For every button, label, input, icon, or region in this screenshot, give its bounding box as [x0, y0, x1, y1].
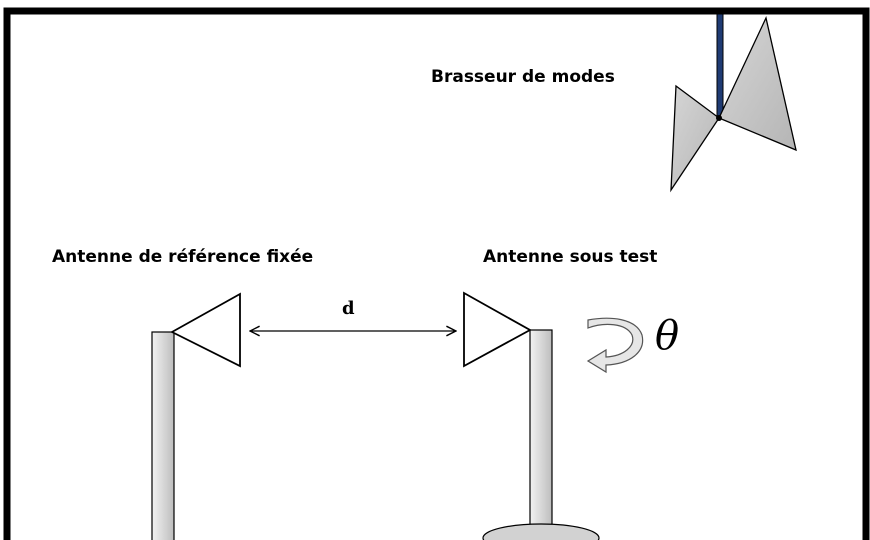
stirrer-blade-upper	[718, 16, 797, 152]
reference-antenna-horn	[170, 292, 241, 368]
test-antenna-mast	[529, 329, 553, 540]
reference-antenna-label: Antenne de référence fixée	[52, 247, 314, 267]
rotation-angle-label: θ	[655, 313, 680, 359]
stirrer-blade-lower	[670, 84, 720, 193]
antenna-under-test-label: Antenne sous test	[483, 247, 658, 267]
chamber-wall	[3, 7, 870, 540]
turntable-base	[482, 523, 600, 540]
rotation-arrow-icon	[586, 317, 644, 374]
test-antenna-horn	[463, 291, 532, 368]
reference-antenna-mast	[151, 331, 175, 540]
stirrer-shaft	[716, 13, 724, 119]
mode-stirrer-label: Brasseur de modes	[431, 67, 615, 87]
distance-label: d	[342, 298, 355, 319]
stirrer-hub	[716, 115, 722, 121]
mode-stirrer	[670, 13, 797, 193]
